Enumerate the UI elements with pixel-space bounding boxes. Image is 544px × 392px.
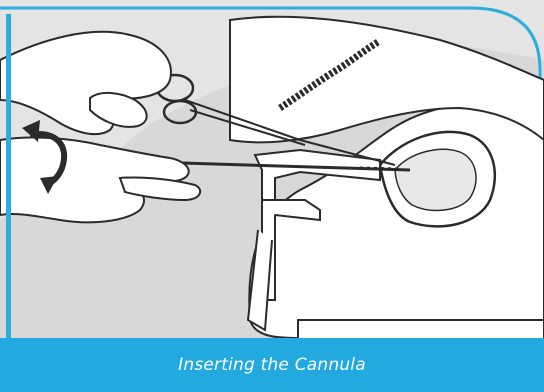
figure-caption: Inserting the Cannula xyxy=(178,355,366,375)
bottom-white-panel xyxy=(298,320,544,340)
card-left-border xyxy=(6,14,11,392)
caption-bar: Inserting the Cannula xyxy=(0,338,544,392)
